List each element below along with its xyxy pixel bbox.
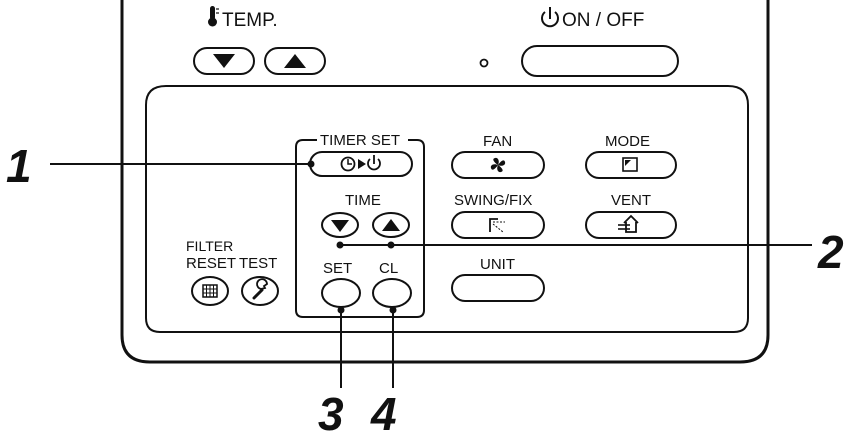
callout-number-2: 2 <box>817 226 844 278</box>
operation-lamp <box>479 58 489 68</box>
temp-label: TEMP. <box>222 10 278 31</box>
temp-up-button[interactable] <box>264 47 326 75</box>
test-label: TEST <box>239 255 277 272</box>
fan-label: FAN <box>483 133 512 150</box>
time-label: TIME <box>345 192 381 209</box>
timer-set-label: TIMER SET <box>320 132 400 149</box>
wrench-icon <box>252 278 268 300</box>
lower-panel <box>145 85 749 333</box>
callout-line-3 <box>337 306 345 388</box>
timer-icon <box>340 155 381 172</box>
callout-number-1: 1 <box>6 140 32 192</box>
callout-number-3: 3 <box>318 388 344 434</box>
swing-icon <box>489 218 505 233</box>
time-up-button[interactable] <box>372 212 410 238</box>
fan-icon <box>490 157 506 173</box>
mode-icon <box>622 157 638 172</box>
unit-label: UNIT <box>480 256 515 273</box>
power-icon <box>541 7 559 28</box>
callout-line-4 <box>389 306 397 388</box>
vent-icon <box>618 214 639 233</box>
temp-down-button[interactable] <box>193 47 255 75</box>
set-label: SET <box>323 260 352 277</box>
cl-label: CL <box>379 260 398 277</box>
swing-fix-button[interactable] <box>451 211 545 239</box>
timer-section-frame <box>295 139 425 318</box>
filter-label: FILTER <box>186 238 233 254</box>
mode-label: MODE <box>605 133 650 150</box>
swing-fix-label: SWING/FIX <box>454 192 532 209</box>
callout-line-1 <box>50 160 315 168</box>
callout-line-2 <box>336 241 812 249</box>
remote-body <box>120 0 770 364</box>
filter-grid-icon <box>202 284 218 298</box>
on-off-button[interactable] <box>521 45 679 77</box>
set-button[interactable] <box>321 278 361 308</box>
on-off-label: ON / OFF <box>562 10 644 31</box>
unit-button[interactable] <box>451 274 545 302</box>
callout-number-4: 4 <box>370 388 397 434</box>
time-down-button[interactable] <box>321 212 359 238</box>
mode-button[interactable] <box>585 151 677 179</box>
cl-button[interactable] <box>372 278 412 308</box>
reset-label: RESET <box>186 255 236 272</box>
vent-label: VENT <box>611 192 651 209</box>
vent-button[interactable] <box>585 211 677 239</box>
thermometer-icon <box>208 6 219 27</box>
